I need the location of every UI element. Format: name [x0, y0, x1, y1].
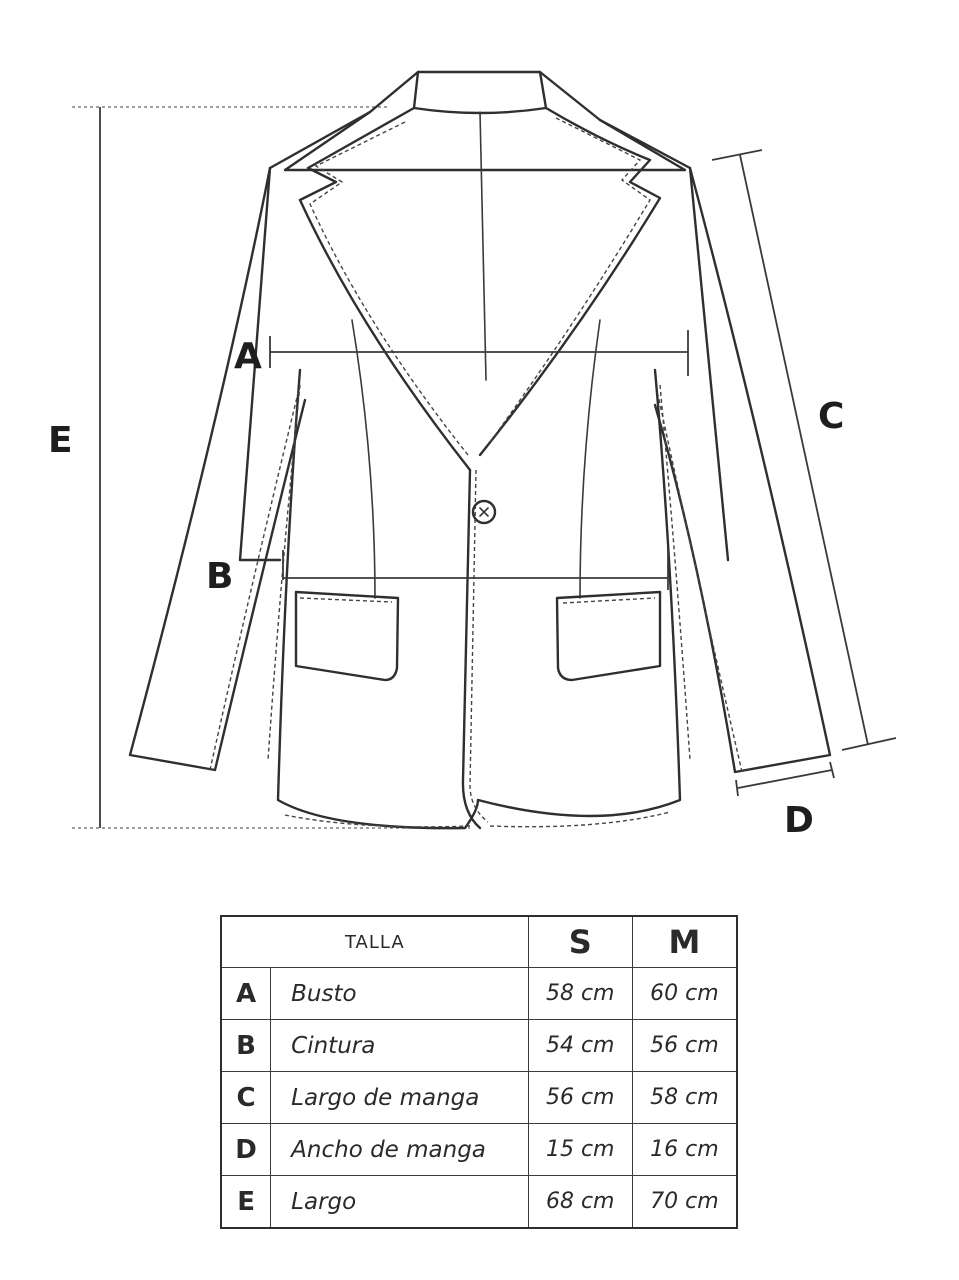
measure-a: [269, 330, 689, 376]
row-value-m: 56 cm: [631, 1019, 738, 1072]
header-size-s: S: [527, 915, 633, 968]
row-name: Largo: [270, 1175, 529, 1229]
jacket-body: [128, 70, 832, 830]
table-row: E Largo 68 cm 70 cm: [220, 1175, 738, 1229]
table-row: B Cintura 54 cm 56 cm: [220, 1019, 738, 1072]
row-letter: E: [220, 1175, 272, 1229]
label-d: D: [784, 800, 814, 841]
label-b: B: [206, 556, 233, 597]
measure-b: [282, 548, 669, 590]
row-value-s: 56 cm: [527, 1071, 633, 1124]
row-value-m: 60 cm: [631, 967, 738, 1020]
size-table: TALLA S M A Busto 58 cm 60 cm B Cintura …: [220, 915, 738, 1229]
header-title: TALLA: [220, 915, 529, 968]
label-e: E: [48, 420, 73, 461]
jacket-diagram: E A B C D: [48, 70, 897, 841]
label-a: A: [234, 336, 262, 377]
row-value-m: 58 cm: [631, 1071, 738, 1124]
row-letter: A: [220, 967, 272, 1020]
row-value-m: 70 cm: [631, 1175, 738, 1229]
row-value-s: 58 cm: [527, 967, 633, 1020]
table-row: A Busto 58 cm 60 cm: [220, 967, 738, 1020]
row-letter: D: [220, 1123, 272, 1176]
row-name: Busto: [270, 967, 529, 1020]
row-letter: B: [220, 1019, 272, 1072]
measure-d: [735, 761, 835, 797]
row-name: Ancho de manga: [270, 1123, 529, 1176]
row-name: Largo de manga: [270, 1071, 529, 1124]
table-row: C Largo de manga 56 cm 58 cm: [220, 1071, 738, 1124]
row-value-s: 68 cm: [527, 1175, 633, 1229]
row-value-s: 15 cm: [527, 1123, 633, 1176]
row-letter: C: [220, 1071, 272, 1124]
table-header-row: TALLA S M: [220, 915, 738, 968]
table-row: D Ancho de manga 15 cm 16 cm: [220, 1123, 738, 1176]
measure-c: [711, 149, 897, 751]
header-size-m: M: [631, 915, 738, 968]
row-value-s: 54 cm: [527, 1019, 633, 1072]
row-value-m: 16 cm: [631, 1123, 738, 1176]
row-name: Cintura: [270, 1019, 529, 1072]
label-c: C: [818, 396, 844, 437]
